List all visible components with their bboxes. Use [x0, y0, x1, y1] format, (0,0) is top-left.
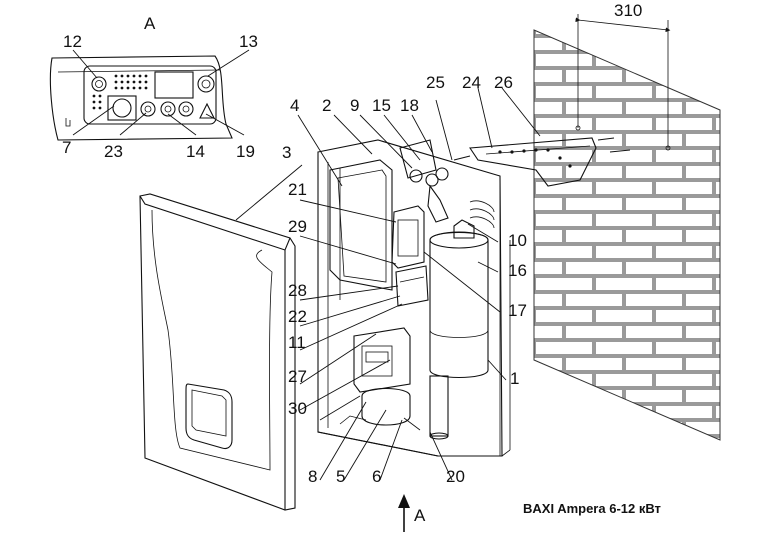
callout-13: 13 [239, 32, 258, 51]
detail-a-view [49, 55, 233, 141]
callout-11: 11 [288, 333, 306, 352]
callout-27: 27 [288, 367, 307, 386]
callout-28: 28 [288, 281, 307, 300]
callout-25: 25 [426, 73, 445, 92]
callout-10: 10 [508, 231, 527, 250]
view-arrow-a [398, 494, 410, 532]
callout-20: 20 [446, 467, 465, 486]
callout-2: 2 [322, 96, 331, 115]
callout-7: 7 [62, 138, 71, 157]
control-module [391, 205, 429, 307]
front-cover [139, 193, 296, 511]
boiler-frame [317, 139, 511, 457]
callout-12: 12 [63, 32, 82, 51]
circulation-pump [339, 327, 421, 431]
callout-26: 26 [494, 73, 513, 92]
brick-wall [533, 29, 721, 441]
callout-8: 8 [308, 467, 317, 486]
dimension-310 [575, 14, 671, 148]
callout-17: 17 [508, 301, 527, 320]
heat-exchanger-cylinder [429, 200, 495, 440]
callout-4: 4 [290, 96, 299, 115]
callout-23: 23 [104, 142, 123, 161]
callout-14: 14 [186, 142, 205, 161]
label-view-a-title: A [144, 14, 156, 33]
callout-21: 21 [288, 180, 307, 199]
callout-22: 22 [288, 307, 307, 326]
callout-9: 9 [350, 96, 359, 115]
callout-30: 30 [288, 399, 307, 418]
callout-3: 3 [282, 143, 291, 162]
callout-5: 5 [336, 467, 345, 486]
callout-24: 24 [462, 73, 481, 92]
wall-bracket [453, 125, 671, 187]
callout-18: 18 [400, 96, 419, 115]
callout-1: 1 [510, 369, 519, 388]
callout-6: 6 [372, 467, 381, 486]
model-caption: BAXI Ampera 6-12 кВт [523, 501, 661, 516]
callout-19: 19 [236, 142, 255, 161]
leader-lines [72, 49, 541, 481]
label-view-a-arrow: A [414, 506, 426, 525]
callout-16: 16 [508, 261, 527, 280]
top-valve-group [399, 139, 449, 223]
callout-15: 15 [372, 96, 391, 115]
dimension-label: 310 [614, 1, 642, 20]
callout-29: 29 [288, 217, 307, 236]
